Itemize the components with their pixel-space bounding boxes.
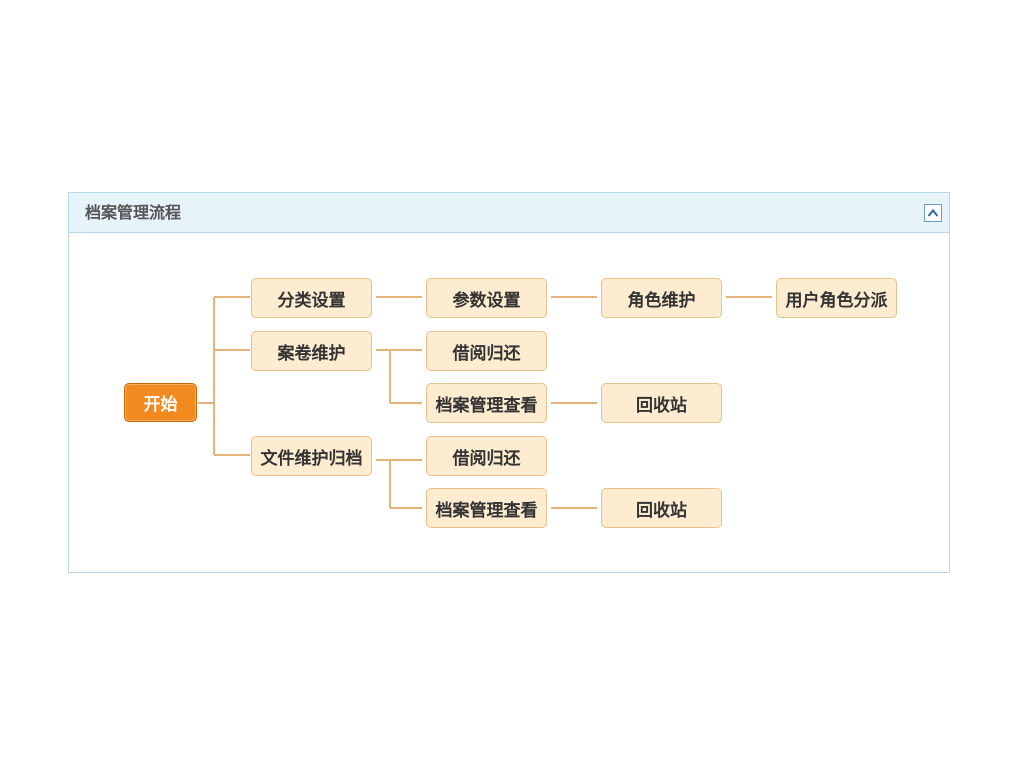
archive-view-node[interactable]: 档案管理查看 (426, 488, 547, 528)
panel-header: 档案管理流程 (69, 193, 949, 233)
parameter-settings-node[interactable]: 参数设置 (426, 278, 547, 318)
role-maintenance-node[interactable]: 角色维护 (601, 278, 722, 318)
recycle-bin-node[interactable]: 回收站 (601, 383, 722, 423)
classification-settings-node[interactable]: 分类设置 (251, 278, 372, 318)
case-volume-maintenance-node[interactable]: 案卷维护 (251, 331, 372, 371)
user-role-assignment-node[interactable]: 用户角色分派 (776, 278, 897, 318)
chevron-up-icon (927, 208, 939, 217)
collapse-button[interactable] (924, 204, 942, 222)
archive-view-node[interactable]: 档案管理查看 (426, 383, 547, 423)
start-node[interactable]: 开始 (124, 383, 197, 422)
panel-title: 档案管理流程 (85, 203, 182, 222)
recycle-bin-node[interactable]: 回收站 (601, 488, 722, 528)
borrow-return-node[interactable]: 借阅归还 (426, 436, 547, 476)
file-maintenance-archive-node[interactable]: 文件维护归档 (251, 436, 372, 476)
borrow-return-node[interactable]: 借阅归还 (426, 331, 547, 371)
